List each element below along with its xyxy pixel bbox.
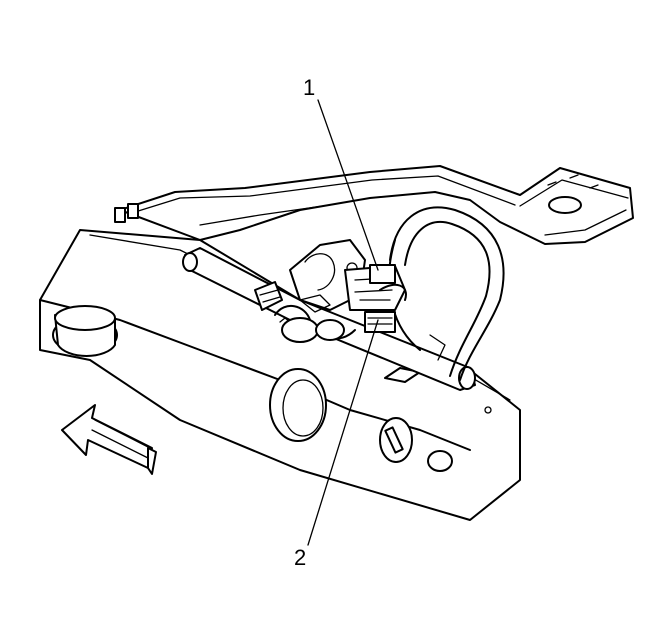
actuator-module	[254, 239, 407, 343]
callout-label-2: 2	[294, 545, 306, 570]
callout-1: 1	[303, 75, 379, 271]
leader-line-2	[307, 319, 379, 546]
leader-line-1	[317, 99, 379, 271]
callout-2: 2	[294, 319, 379, 570]
frame-crossmember	[39, 229, 521, 521]
callout-label-1: 1	[303, 75, 315, 100]
front-direction-arrow-icon	[61, 404, 157, 475]
upper-frame-rail	[114, 165, 634, 245]
